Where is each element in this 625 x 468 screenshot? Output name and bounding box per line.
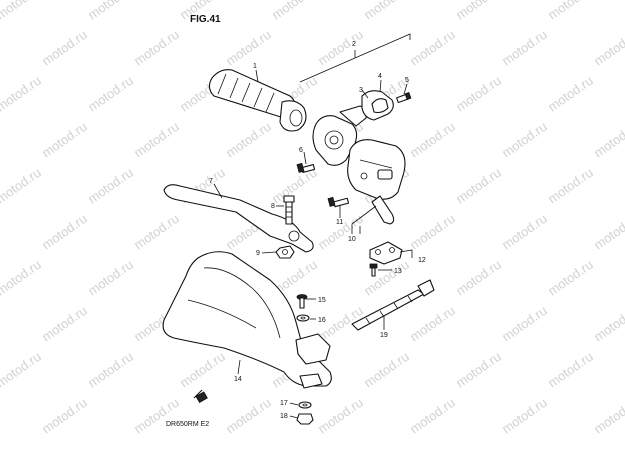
screw-6 [296, 162, 316, 174]
callout-1: 1 [253, 63, 257, 70]
screw-13 [369, 263, 378, 277]
callout-bracket-2 [299, 33, 411, 83]
watermark-text: motod.ru [361, 0, 412, 22]
watermark-text: motod.ru [39, 395, 90, 437]
model-code: DR650RM E2 [166, 421, 209, 428]
nut-18 [296, 413, 314, 425]
watermark-text: motod.ru [407, 27, 458, 69]
watermark-text: motod.ru [0, 257, 44, 299]
watermark-text: motod.ru [407, 395, 458, 437]
watermark-text: motod.ru [545, 73, 596, 115]
watermark-text: motod.ru [85, 0, 136, 22]
watermark-text: motod.ru [315, 211, 366, 253]
watermark-text: motod.ru [131, 119, 182, 161]
callout-19: 19 [380, 332, 388, 339]
nut-9 [275, 245, 295, 259]
callout-17: 17 [280, 400, 288, 407]
watermark-text: motod.ru [453, 349, 504, 391]
watermark-text: motod.ru [85, 349, 136, 391]
watermark-text: motod.ru [407, 119, 458, 161]
hand-guard [162, 251, 332, 389]
callout-numbers: 1 2 3 4 5 6 7 8 9 10 11 12 13 14 15 16 1… [209, 41, 426, 420]
watermark-text: motod.ru [85, 257, 136, 299]
callout-7: 7 [209, 178, 213, 185]
callout-6: 6 [299, 147, 303, 154]
watermark-text: motod.ru [223, 119, 274, 161]
direction-arrow-icon [193, 389, 208, 404]
callout-18: 18 [280, 413, 288, 420]
callout-16: 16 [318, 317, 326, 324]
watermark-text: motod.ru [499, 395, 550, 437]
watermark-text: motod.ru [85, 73, 136, 115]
watermark-text: motod.ru [545, 165, 596, 207]
watermark-text: motod.ru [223, 395, 274, 437]
watermark-text: motod.ru [591, 395, 625, 437]
callout-4: 4 [378, 73, 382, 80]
callout-11: 11 [336, 219, 343, 226]
bolt-15 [296, 294, 308, 309]
throttle-housing [312, 105, 367, 166]
cable-adjuster [361, 90, 394, 121]
watermark-text: motod.ru [39, 27, 90, 69]
callout-3: 3 [359, 87, 363, 94]
callout-2: 2 [352, 41, 356, 48]
watermark-text: motod.ru [85, 165, 136, 207]
watermark-text: motod.ru [0, 349, 44, 391]
watermark-text: motod.ru [591, 211, 625, 253]
watermark-text: motod.ru [499, 211, 550, 253]
watermark-text: motod.ru [177, 349, 228, 391]
watermark-text: motod.ru [39, 211, 90, 253]
watermark-text: motod.ru [545, 349, 596, 391]
watermark-text: motod.ru [407, 211, 458, 253]
watermark-text: motod.ru [315, 27, 366, 69]
watermark-text: motod.ru [131, 395, 182, 437]
callout-13: 13 [394, 268, 402, 275]
watermark-text: motod.ru [361, 349, 412, 391]
callout-9: 9 [256, 250, 260, 257]
washer-16 [296, 314, 310, 322]
callout-8: 8 [271, 203, 275, 210]
watermark-text: motod.ru [315, 395, 366, 437]
watermark-text: motod.ru [591, 119, 625, 161]
brake-lever [163, 184, 314, 253]
watermark-text: motod.ru [499, 27, 550, 69]
watermark-text: motod.ru [591, 303, 625, 345]
watermark-text: motod.ru [453, 73, 504, 115]
watermark-text: motod.ru [591, 27, 625, 69]
watermark-text: motod.ru [499, 303, 550, 345]
clamp-12 [369, 241, 403, 265]
throttle-grip [208, 69, 307, 132]
screw-5 [396, 91, 412, 104]
watermark-text: motod.ru [223, 27, 274, 69]
watermark-text: motod.ru [499, 119, 550, 161]
pivot-bolt-8 [283, 195, 295, 225]
watermark-text: motod.ru [545, 0, 596, 22]
callout-12: 12 [418, 257, 426, 264]
watermark-text: motod.ru [131, 27, 182, 69]
handlebar-switch [347, 139, 406, 225]
watermark-text: motod.ru [39, 119, 90, 161]
watermark-text: motod.ru [39, 303, 90, 345]
washer-17 [298, 401, 312, 409]
watermark-text: motod.ru [131, 211, 182, 253]
callout-10: 10 [348, 236, 356, 243]
watermark-text: motod.ru [453, 0, 504, 22]
watermark-text: motod.ru [407, 303, 458, 345]
watermark-text: motod.ru [545, 257, 596, 299]
watermark-text: motod.ru [269, 0, 320, 22]
callout-5: 5 [405, 77, 409, 84]
leader-lines [213, 69, 413, 419]
watermark-text: motod.ru [0, 165, 44, 207]
cable-tie-19 [351, 279, 435, 331]
callout-15: 15 [318, 297, 326, 304]
watermark-text: motod.ru [0, 0, 44, 22]
screw-11 [327, 196, 350, 208]
watermark-text: motod.ru [453, 257, 504, 299]
watermark-text: motod.ru [0, 73, 44, 115]
callout-14: 14 [234, 376, 242, 383]
figure-title: FIG.41 [190, 14, 221, 25]
watermark-text: motod.ru [453, 165, 504, 207]
